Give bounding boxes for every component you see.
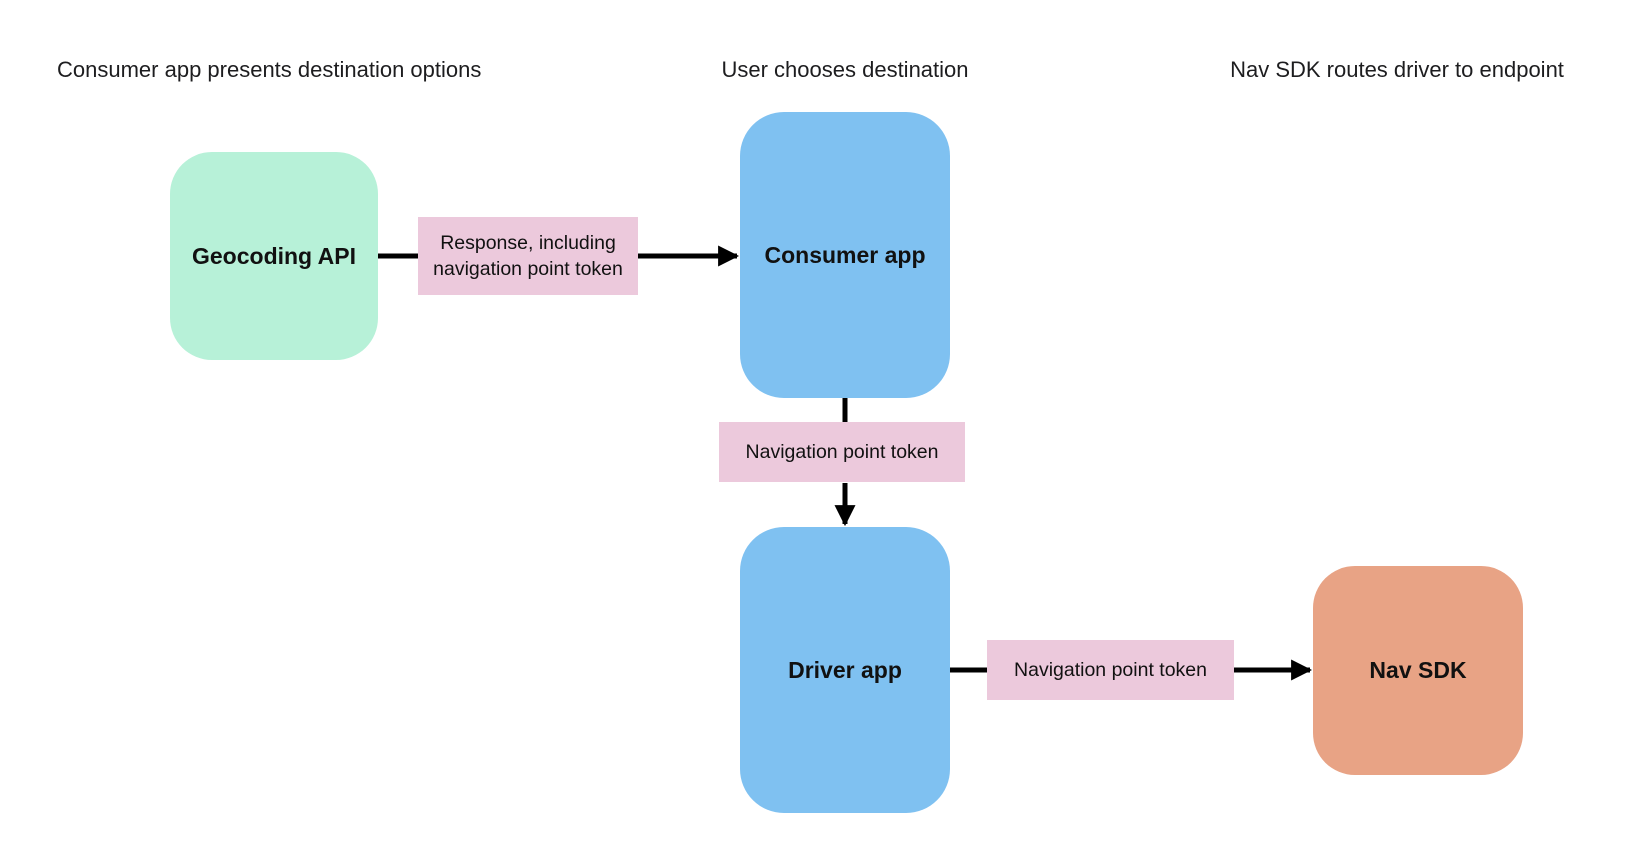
node-geocoding-api: Geocoding API — [170, 152, 378, 360]
node-nav-sdk-label: Nav SDK — [1369, 657, 1467, 683]
column-heading-consumer-presents: Consumer app presents destination option… — [57, 57, 482, 82]
edge-label-token-vertical-text: Navigation point token — [745, 441, 939, 463]
node-driver-app: Driver app — [740, 527, 950, 813]
node-nav-sdk: Nav SDK — [1313, 566, 1523, 775]
node-geocoding-api-label: Geocoding API — [192, 242, 356, 269]
column-heading-user-chooses: User chooses destination — [721, 57, 969, 82]
column-heading-nav-sdk-routes: Nav SDK routes driver to endpoint — [1230, 57, 1564, 82]
edge-label-navigation-point-token-horizontal: Navigation point token — [987, 640, 1234, 700]
node-consumer-app-label: Consumer app — [764, 241, 926, 268]
node-driver-app-label: Driver app — [788, 656, 902, 683]
edge-label-token-horizontal-text: Navigation point token — [1014, 659, 1207, 681]
edge-label-response-including-token: Response, including navigation point tok… — [418, 217, 638, 295]
edge-label-response-text: Response, including navigation point tok… — [433, 232, 623, 280]
edge-label-navigation-point-token-vertical: Navigation point token — [719, 422, 965, 482]
node-consumer-app: Consumer app — [740, 112, 950, 398]
